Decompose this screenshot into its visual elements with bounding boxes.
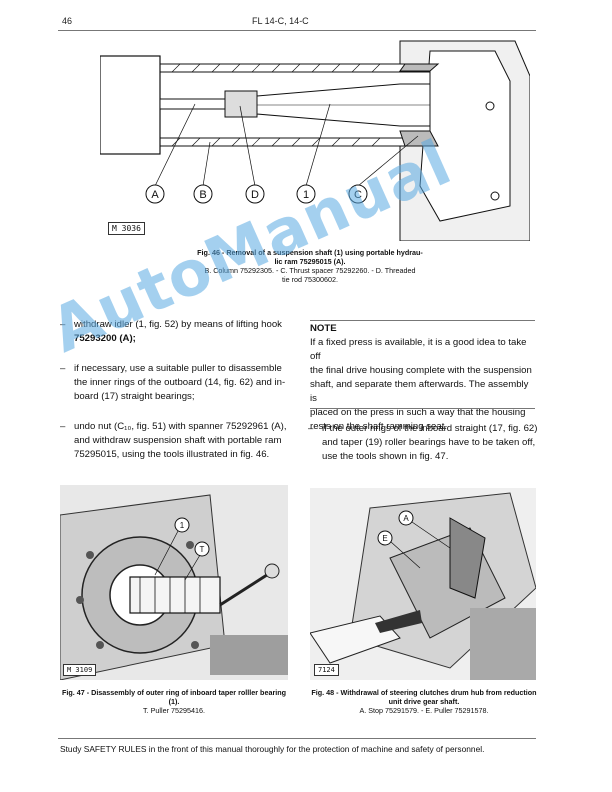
figure-48-photo: A E	[310, 488, 536, 680]
callout-c: C	[354, 189, 362, 201]
footer-text: Study SAFETY RULES in the front of this …	[60, 744, 485, 754]
figure-48-code: 7124	[314, 664, 339, 676]
right-list: – if the outer rings of the inboard stra…	[308, 422, 540, 472]
note-line: the final drive housing complete with th…	[310, 365, 532, 376]
note-title: NOTE	[310, 323, 337, 334]
note-top-rule	[310, 320, 535, 321]
figure-46-caption-line3: B. Column 75292305. - C. Thrust spacer 7…	[204, 266, 416, 275]
figure-46-caption-line1: Fig. 46 - Removal of a suspension shaft …	[197, 248, 423, 257]
figure-47: 1 T	[60, 485, 288, 680]
callout-d: D	[251, 189, 259, 201]
note-block: NOTE If a fixed press is available, it i…	[310, 322, 538, 434]
list-item: – if necessary, use a suitable puller to…	[60, 363, 286, 402]
list-item-line: undo nut (C₁₀, fig. 51) with spanner 752…	[74, 421, 287, 432]
figure-48-caption-line2: unit drive gear shaft.	[388, 697, 460, 706]
note-line: placed on the press in such a way that t…	[310, 407, 526, 418]
list-item-line: use the tools shown in fig. 47.	[322, 451, 449, 462]
callout-a: A	[403, 514, 409, 523]
figure-48-caption-line1: Fig. 48 - Withdrawal of steering clutche…	[311, 688, 537, 697]
list-item-line: withdraw idler (1, fig. 52) by means of …	[74, 319, 282, 330]
figure-46-caption-line4: tie rod 75300602.	[282, 275, 338, 284]
callout-b: B	[199, 189, 206, 201]
page-number: 46	[62, 16, 73, 26]
list-item: – undo nut (C₁₀, fig. 51) with spanner 7…	[60, 421, 287, 460]
callout-1: 1	[180, 521, 185, 530]
callout-1: 1	[303, 189, 309, 201]
list-item-line: and withdraw suspension shaft with porta…	[74, 435, 282, 446]
figure-47-caption-line1: Fig. 47 - Disassembly of outer ring of i…	[61, 688, 287, 697]
footer-rule	[58, 738, 536, 739]
header-rule	[58, 30, 536, 31]
callout-e: E	[382, 534, 387, 543]
list-item: – if the outer rings of the inboard stra…	[308, 423, 538, 462]
figure-46-drawing: A B D 1 C	[99, 40, 531, 242]
list-item-line: board (17) straight bearings;	[74, 391, 195, 402]
list-item-line: and taper (19) roller bearings have to b…	[322, 437, 536, 448]
figure-48-caption: Fig. 48 - Withdrawal of steering clutche…	[308, 688, 540, 715]
figure-47-caption-line3: T. Puller 75295416.	[143, 706, 205, 715]
figure-47-code: M 3109	[63, 664, 97, 676]
note-line: If a fixed press is available, it is a g…	[310, 337, 527, 362]
note-line: rests on the shaft ramming seat.	[310, 421, 448, 432]
list-item-line: if necessary, use a suitable puller to d…	[74, 363, 282, 374]
list-item-line: if the outer rings of the inboard straig…	[322, 423, 538, 434]
callout-a: A	[151, 189, 159, 201]
list-item-line: 75295015, using the tools illustrated in…	[74, 449, 270, 460]
note-bottom-rule	[310, 408, 535, 409]
left-column: – withdraw idler (1, fig. 52) by means o…	[60, 318, 295, 468]
list-item-line: the inner rings of the outboard (14, fig…	[74, 377, 286, 388]
figure-47-photo: 1 T	[60, 485, 288, 680]
list-item: – withdraw idler (1, fig. 52) by means o…	[60, 319, 282, 344]
note-line: shaft, and separate them afterwards. The…	[310, 379, 529, 404]
figure-46-caption: Fig. 46 - Removal of a suspension shaft …	[160, 248, 460, 284]
figure-47-caption: Fig. 47 - Disassembly of outer ring of i…	[58, 688, 290, 715]
figure-46: A B D 1 C	[99, 36, 531, 242]
figure-48-caption-line3: A. Stop 75291579. - E. Puller 75291578.	[359, 706, 489, 715]
figure-46-code: M 3036	[108, 222, 145, 235]
callout-t: T	[200, 545, 205, 554]
figure-46-caption-line2: lic ram 75295015 (A).	[274, 257, 346, 266]
list-item-line: 75293200 (A);	[74, 333, 136, 344]
figure-48: A E	[310, 488, 536, 680]
figure-47-caption-line2: (1).	[168, 697, 180, 706]
manual-title: FL 14-C, 14-C	[252, 16, 309, 26]
